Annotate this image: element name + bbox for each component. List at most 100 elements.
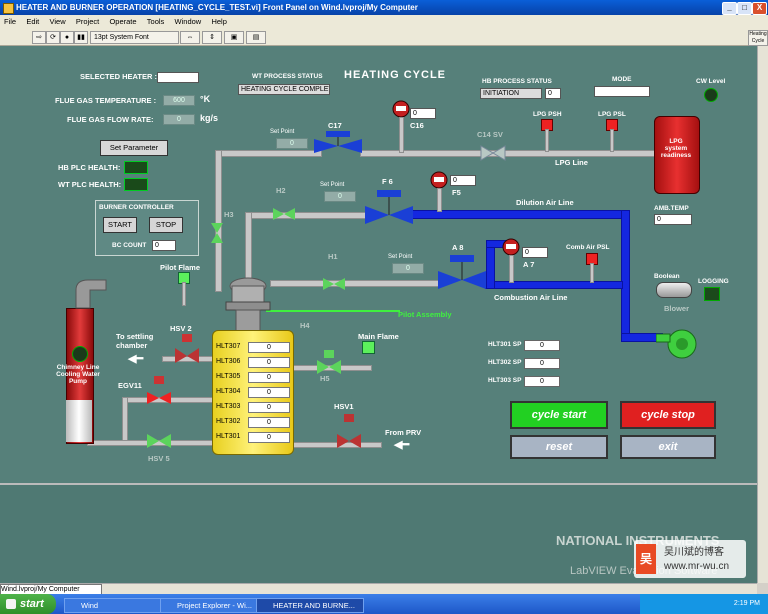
- pause-icon[interactable]: ▮▮: [74, 31, 88, 44]
- menu-window[interactable]: Window: [174, 17, 202, 26]
- hsv2-valve-icon[interactable]: [174, 334, 200, 364]
- exit-button[interactable]: exit: [620, 435, 716, 459]
- h3-label: H3: [224, 210, 234, 219]
- window-title: HEATER AND BURNER OPERATION [HEATING_CYC…: [16, 3, 418, 12]
- task-heater-burner[interactable]: HEATER AND BURNE...: [256, 598, 364, 613]
- h5-valve-icon[interactable]: [316, 350, 342, 378]
- logging-label: LOGGING: [698, 278, 729, 285]
- f5-gauge-icon: [430, 171, 448, 189]
- amb-temp-value: 0: [654, 214, 692, 225]
- menu-help[interactable]: Help: [211, 17, 227, 26]
- c17-label: C17: [328, 121, 342, 130]
- start-button[interactable]: START: [103, 217, 137, 233]
- h1-valve-icon[interactable]: [322, 276, 346, 292]
- lpg-line-label: LPG Line: [555, 158, 588, 167]
- a8-label: A 8: [452, 243, 464, 252]
- combustion-pipe-grey: [270, 280, 442, 287]
- c17-valve-icon[interactable]: [312, 131, 364, 161]
- lpg-psl-stem: [610, 129, 614, 152]
- f6-valve-icon[interactable]: [363, 188, 415, 226]
- c17-setpoint-label: Set Point: [270, 129, 295, 135]
- start-button[interactable]: start: [0, 594, 56, 614]
- menu-edit[interactable]: Edit: [26, 17, 40, 26]
- cycle-start-button[interactable]: cycle start: [510, 401, 608, 429]
- from-prv-label: From PRV: [385, 428, 422, 437]
- task-wind[interactable]: Wind: [64, 598, 166, 613]
- h1-label: H1: [328, 252, 338, 261]
- hlt303-sp-value[interactable]: 0: [524, 376, 560, 387]
- selected-heater-label: SELECTED HEATER :: [80, 72, 157, 81]
- hsv5-valve-icon[interactable]: [146, 432, 172, 452]
- c16-stem: [399, 117, 404, 153]
- wt-status-label: WT PROCESS STATUS: [252, 73, 323, 80]
- reorder-icon[interactable]: ▤: [246, 31, 266, 44]
- menu-operate[interactable]: Operate: [109, 17, 137, 26]
- abort-icon[interactable]: ●: [60, 31, 74, 44]
- vi-icon[interactable]: Heating Cycle: [748, 30, 768, 46]
- hb-status-label: HB PROCESS STATUS: [482, 78, 552, 85]
- menu-file[interactable]: File: [4, 17, 17, 26]
- a7-stem: [509, 255, 514, 283]
- comb-air-psl-stem: [590, 263, 594, 283]
- flue-temp-unit: °K: [200, 94, 211, 104]
- hsv5-label: HSV 5: [148, 454, 170, 463]
- h2-valve-icon[interactable]: [272, 206, 296, 222]
- run-arrow-icon[interactable]: ⇨: [32, 31, 46, 44]
- maximize-button[interactable]: □: [737, 2, 752, 15]
- menu-tools[interactable]: Tools: [146, 17, 165, 26]
- hb-status-num: 0: [545, 88, 561, 99]
- font-select[interactable]: 13pt System Font: [90, 31, 179, 44]
- cw-level-led: [704, 88, 718, 102]
- run-continuous-icon[interactable]: ⟳: [46, 31, 60, 44]
- stop-button[interactable]: STOP: [149, 217, 183, 233]
- selected-heater-field: [157, 72, 199, 83]
- f6-setpoint-value[interactable]: 0: [324, 191, 356, 202]
- combustion-air-label: Combustion Air Line: [494, 293, 568, 302]
- hsv1-valve-icon[interactable]: [336, 414, 362, 448]
- page-title: HEATING CYCLE: [344, 69, 447, 81]
- chimney-label: Chimney Line Cooling Water Pump: [56, 364, 100, 385]
- reset-button[interactable]: reset: [510, 435, 608, 459]
- h3-valve-icon[interactable]: [210, 222, 224, 244]
- egv11-valve-icon[interactable]: [146, 376, 172, 406]
- cw-level-label: CW Level: [696, 78, 726, 85]
- lpg-tank-label: LPG system readiness: [660, 138, 692, 159]
- resize-icon[interactable]: ▣: [224, 31, 244, 44]
- set-parameter-button[interactable]: Set Parameter: [100, 140, 168, 156]
- task-project-explorer[interactable]: Project Explorer - Wi...: [160, 598, 266, 613]
- a8-valve-icon[interactable]: [436, 254, 488, 290]
- egv11-label: EGV11: [118, 381, 142, 390]
- h4-label: H4: [300, 321, 310, 330]
- dilution-pipe-grey: [245, 212, 367, 219]
- horizontal-scrollbar[interactable]: [0, 583, 757, 595]
- flue-flow-value[interactable]: 0: [163, 114, 195, 125]
- hlt301-sp-value[interactable]: 0: [524, 340, 560, 351]
- blog-url: www.mr-wu.cn: [664, 561, 730, 572]
- lpg-psl-label: LPG PSL: [598, 111, 626, 118]
- flue-temp-value[interactable]: 600: [163, 95, 195, 106]
- close-button[interactable]: X: [752, 2, 767, 15]
- h1-setpoint-value[interactable]: 0: [392, 263, 424, 274]
- hlt302-sp-value[interactable]: 0: [524, 358, 560, 369]
- h5-label: H5: [320, 374, 330, 383]
- minimize-button[interactable]: _: [722, 2, 737, 15]
- menu-view[interactable]: View: [49, 17, 66, 26]
- boolean-toggle[interactable]: [656, 282, 692, 298]
- c14sv-label: C14 SV: [477, 130, 503, 139]
- c17-setpoint-value[interactable]: 0: [276, 138, 308, 149]
- c14-valve-icon[interactable]: [480, 144, 506, 162]
- combustion-air-pipe: [485, 281, 623, 289]
- distribute-icon[interactable]: ⇕: [202, 31, 222, 44]
- pilot-flame-label: Pilot Flame: [160, 263, 201, 272]
- hlt303-sp-label: HLT303 SP: [488, 377, 522, 384]
- blog-name: 吴川斌的博客: [664, 547, 724, 558]
- menu-project[interactable]: Project: [75, 17, 100, 26]
- align-icon[interactable]: ⇔: [180, 31, 200, 44]
- chimney-cap-icon: [75, 279, 107, 309]
- main-flame-led: [362, 341, 375, 354]
- c16-value: 0: [410, 108, 436, 119]
- cycle-stop-button[interactable]: cycle stop: [620, 401, 716, 429]
- vertical-scrollbar[interactable]: [757, 46, 768, 583]
